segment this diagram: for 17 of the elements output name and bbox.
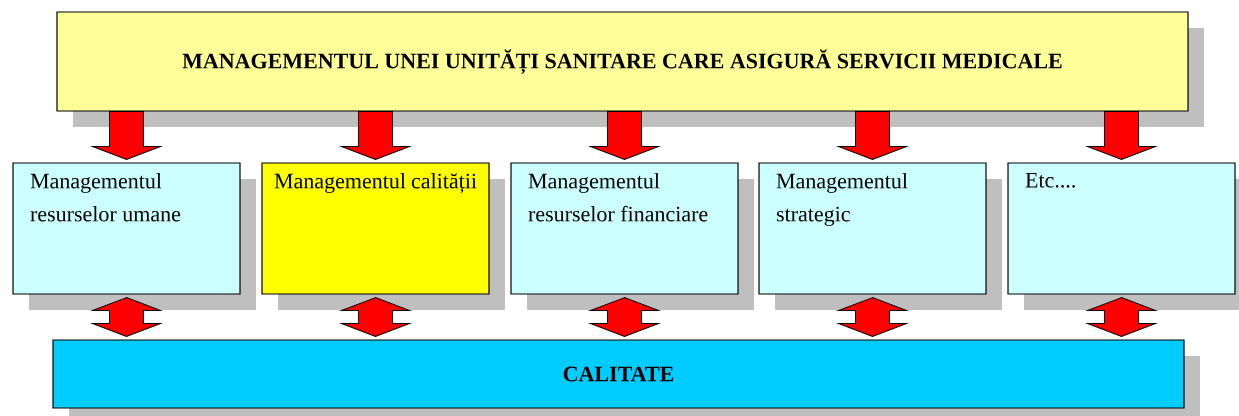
title-box: CALITATE [52,339,1200,416]
block-arrow [1087,297,1156,337]
block-arrow [838,111,907,160]
process-box: Managementul resurselor financiare [510,162,754,310]
block-arrow [341,111,410,160]
block-arrow [590,111,659,160]
block-arrow [1087,111,1156,160]
block-arrow [838,297,907,337]
process-box: Etc.... [1007,162,1239,310]
block-arrow [341,297,410,337]
process-box: Managementul strategic [758,162,1002,310]
title-box: MANAGEMENTUL UNEI UNITĂȚI SANITARE CARE ASIGURĂ SERVICII MEDICALE [56,11,1204,127]
block-arrow [92,111,161,160]
process-box: Managementul calității [261,162,505,310]
block-arrow [590,297,659,337]
block-arrow [92,297,161,337]
process-box: Managementul resurselor umane [12,162,256,310]
